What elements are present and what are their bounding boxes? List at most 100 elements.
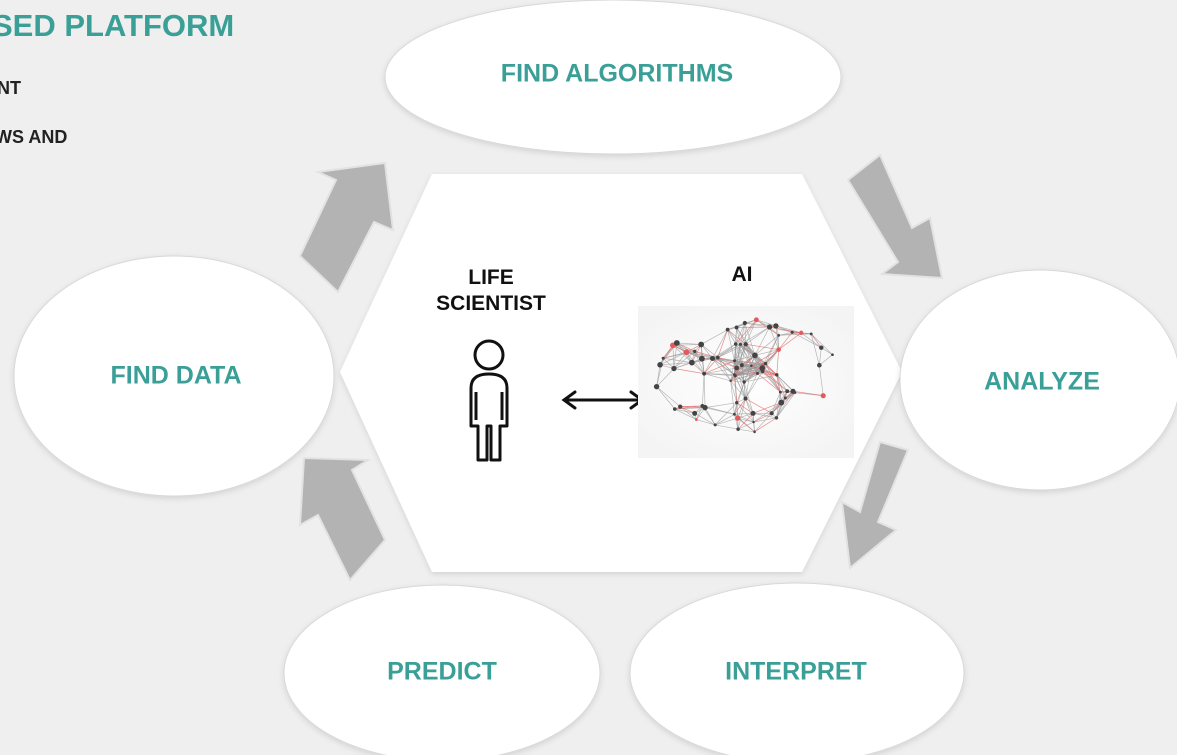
network-edge <box>733 374 746 399</box>
person-outline-icon <box>469 339 509 462</box>
network-edge <box>730 360 735 381</box>
network-edge <box>700 344 713 359</box>
network-edge <box>737 413 754 430</box>
network-edge <box>701 329 728 345</box>
network-edge <box>745 398 772 414</box>
network-edge <box>703 373 706 408</box>
network-node <box>735 415 741 421</box>
network-edge <box>778 332 793 350</box>
network-edge <box>702 373 705 406</box>
network-edge <box>676 342 702 345</box>
network-node <box>653 383 660 390</box>
network-edge <box>714 402 738 426</box>
network-node <box>733 342 738 346</box>
network-edge <box>745 398 754 414</box>
label-find-data: FIND DATA <box>110 361 242 390</box>
network-edge <box>752 413 777 419</box>
network-edge <box>776 374 794 392</box>
node-interpret[interactable] <box>629 582 965 755</box>
network-edge <box>736 367 746 399</box>
network-edge <box>715 424 739 430</box>
node-predict[interactable] <box>283 584 601 755</box>
network-edge <box>715 417 738 426</box>
network-edge <box>733 374 738 403</box>
network-edge <box>727 329 741 345</box>
network-node <box>752 352 758 359</box>
network-edge <box>745 365 752 399</box>
network-node <box>729 379 732 383</box>
network-edge <box>744 371 763 383</box>
network-node <box>715 355 720 360</box>
network-edge <box>736 402 754 423</box>
network-node <box>700 403 705 408</box>
network-edge <box>674 408 695 414</box>
network-edge <box>734 402 738 415</box>
network-node <box>734 325 739 330</box>
network-edge <box>743 381 754 414</box>
network-edge <box>792 331 822 348</box>
network-edge <box>676 342 695 352</box>
network-edge <box>694 351 713 359</box>
network-edge <box>686 351 713 359</box>
network-edge <box>734 360 752 367</box>
network-edge <box>762 349 779 372</box>
network-edge <box>656 386 676 410</box>
network-edge <box>712 329 728 359</box>
network-edge <box>673 368 705 374</box>
network-edge <box>778 332 802 336</box>
network-node <box>698 341 705 348</box>
network-edge <box>736 367 763 372</box>
network-node <box>683 349 690 356</box>
network-node <box>699 355 705 362</box>
network-edge <box>776 374 782 403</box>
label-analyze: ANALYZE <box>984 367 1100 396</box>
node-find-algorithms[interactable] <box>384 0 842 155</box>
network-node <box>790 388 796 394</box>
ai-label: AI <box>731 263 753 286</box>
network-node <box>785 389 790 394</box>
network-node <box>673 340 680 346</box>
network-edge <box>717 343 746 358</box>
network-edge <box>673 352 687 369</box>
arrow-to-interpret <box>840 440 910 570</box>
network-node <box>778 399 785 406</box>
network-edge <box>730 380 738 403</box>
network-edge <box>776 349 780 375</box>
network-node <box>743 342 748 347</box>
network-node <box>692 410 698 416</box>
network-edge <box>696 419 716 426</box>
node-analyze[interactable] <box>899 269 1177 491</box>
network-edge <box>775 325 802 334</box>
network-edge <box>754 349 779 356</box>
network-edge <box>751 349 779 367</box>
network-edge <box>810 333 833 355</box>
network-node <box>769 411 774 416</box>
network-edge <box>754 412 772 433</box>
network-edge <box>771 391 781 414</box>
network-edge <box>663 357 692 363</box>
network-node <box>773 323 779 329</box>
network-edge <box>745 371 763 399</box>
network-node <box>750 364 753 368</box>
network-edge <box>752 402 782 414</box>
network-node <box>743 396 748 401</box>
network-node <box>752 420 755 424</box>
network-node <box>777 333 781 337</box>
network-node <box>799 330 804 336</box>
label-interpret: INTERPRET <box>725 657 867 686</box>
network-edge <box>680 406 695 414</box>
network-edge <box>727 329 746 345</box>
network-edge <box>762 371 781 393</box>
network-node <box>693 349 697 354</box>
network-edge <box>734 414 739 430</box>
node-find-data[interactable] <box>13 255 335 497</box>
network-edge <box>776 374 788 392</box>
network-edge <box>663 351 687 359</box>
network-edge <box>660 362 692 366</box>
network-node <box>678 404 683 409</box>
network-edge <box>672 345 675 369</box>
network-edge <box>704 373 735 375</box>
network-node <box>738 342 742 346</box>
label-find-algorithms: FIND ALGORITHMS <box>500 59 734 88</box>
